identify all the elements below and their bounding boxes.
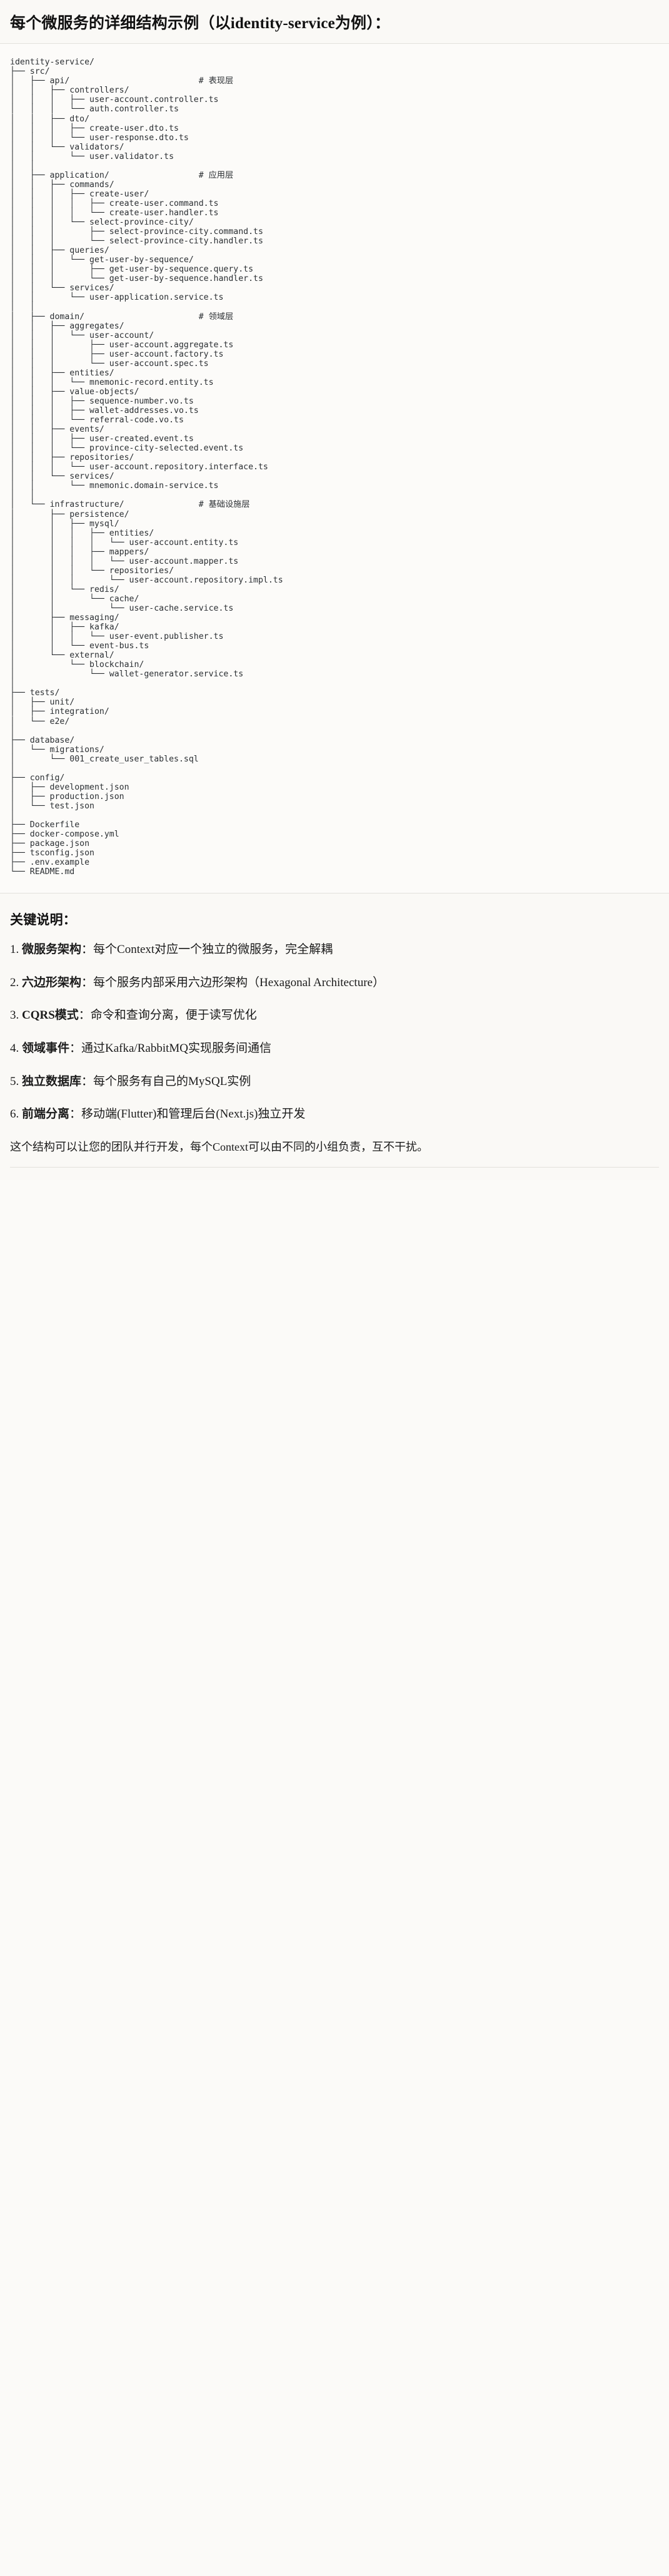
note-desc: ：移动端(Flutter)和管理后台(Next.js)独立开发	[69, 1107, 306, 1121]
note-desc: ：每个Context对应一个独立的微服务，完全解耦	[81, 943, 333, 957]
note-desc: ：每个服务有自己的MySQL实例	[81, 1074, 251, 1088]
key-notes-list: 微服务架构：每个Context对应一个独立的微服务，完全解耦 六边形架构：每个服…	[10, 941, 659, 1123]
note-term: 前端分离	[22, 1107, 70, 1121]
note-desc: ：通过Kafka/RabbitMQ实现服务间通信	[69, 1041, 271, 1055]
list-item: 六边形架构：每个服务内部采用六边形架构（Hexagonal Architectu…	[10, 974, 659, 992]
list-item: 前端分离：移动端(Flutter)和管理后台(Next.js)独立开发	[10, 1106, 659, 1123]
note-term: 独立数据库	[22, 1074, 82, 1088]
list-item: 微服务架构：每个Context对应一个独立的微服务，完全解耦	[10, 941, 659, 959]
document-page: 每个微服务的详细结构示例（以identity-service为例）： ident…	[0, 0, 669, 1180]
note-desc: ：每个服务内部采用六边形架构（Hexagonal Architecture）	[81, 975, 385, 989]
note-term: CQRS模式	[22, 1009, 79, 1022]
key-notes-title: 关键说明：	[10, 912, 76, 928]
note-term: 微服务架构	[22, 943, 82, 957]
note-desc: ：命令和查询分离，便于读写优化	[78, 1009, 257, 1022]
key-notes-section: 关键说明： 微服务架构：每个Context对应一个独立的微服务，完全解耦 六边形…	[0, 893, 669, 1180]
note-term: 领域事件	[22, 1041, 70, 1055]
list-item: 独立数据库：每个服务有自己的MySQL实例	[10, 1073, 659, 1091]
directory-tree: identity-service/ ├── src/ │ ├── api/ # …	[10, 58, 283, 877]
closing-paragraph: 这个结构可以让您的团队并行开发，每个Context可以由不同的小组负责，互不干扰…	[10, 1140, 428, 1153]
note-term: 六边形架构	[22, 975, 82, 989]
document-header: 每个微服务的详细结构示例（以identity-service为例）：	[0, 0, 669, 44]
list-item: CQRS模式：命令和查询分离，便于读写优化	[10, 1007, 659, 1024]
directory-tree-block: identity-service/ ├── src/ │ ├── api/ # …	[0, 44, 669, 894]
list-item: 领域事件：通过Kafka/RabbitMQ实现服务间通信	[10, 1040, 659, 1057]
footer-divider	[10, 1166, 659, 1168]
page-title: 每个微服务的详细结构示例（以identity-service为例）：	[10, 15, 391, 32]
